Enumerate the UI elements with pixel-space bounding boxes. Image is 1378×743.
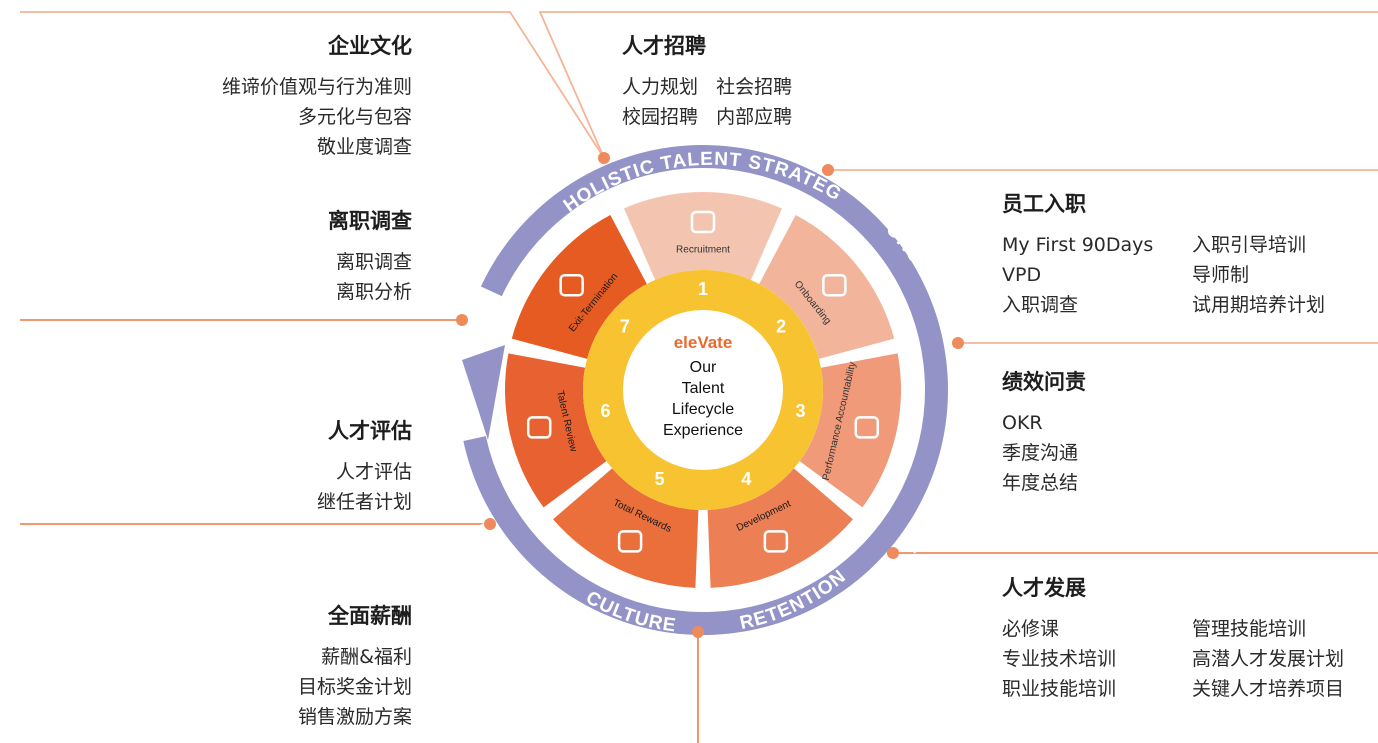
center-title: eleVate bbox=[674, 333, 733, 352]
stage-number: 6 bbox=[600, 401, 610, 421]
growth-arrow-icon bbox=[763, 530, 789, 553]
id-card-icon bbox=[822, 274, 847, 297]
connector-recruit bbox=[538, 11, 1378, 159]
stage-number: 4 bbox=[741, 469, 751, 489]
connector-culture bbox=[20, 11, 605, 159]
reward-team-icon bbox=[617, 530, 643, 553]
center-line-2: Talent bbox=[682, 380, 725, 397]
connector-dots bbox=[456, 152, 964, 638]
people-group-icon bbox=[690, 210, 716, 234]
dot-exit bbox=[456, 314, 468, 326]
center-circle bbox=[623, 310, 783, 470]
segment-label: Recruitment bbox=[676, 245, 730, 256]
block-recruit-title: 人才招聘 bbox=[622, 34, 706, 58]
block-onboard-item: 试用期培养计划 bbox=[1192, 294, 1326, 316]
dot-rewards bbox=[692, 626, 704, 638]
center-line-4: Experience bbox=[663, 422, 743, 439]
block-exit-title: 离职调查 bbox=[328, 209, 412, 233]
segment-development bbox=[707, 468, 853, 588]
block-culture-title: 企业文化 bbox=[328, 34, 412, 58]
block-perf-item: 年度总结 bbox=[1002, 472, 1079, 494]
dot-onboard bbox=[822, 164, 834, 176]
block-onboard-item: VPD bbox=[1002, 264, 1042, 286]
block-develop-title: 人才发展 bbox=[1002, 576, 1086, 600]
block-recruit-item: 人力规划 社会招聘 bbox=[622, 76, 793, 98]
block-develop-item: 关键人才培养项目 bbox=[1192, 678, 1345, 700]
center-text: eleVate Our Talent Lifecycle Experience bbox=[663, 333, 743, 439]
block-perf-item: 季度沟通 bbox=[1002, 442, 1079, 464]
block-recruit-item: 校园招聘 内部应聘 bbox=[622, 106, 793, 128]
block-perf: 绩效问责 OKR 季度沟通 年度总结 bbox=[1002, 366, 1086, 498]
block-onboard-item: 入职引导培训 bbox=[1192, 234, 1307, 256]
block-develop-item: 必修课 bbox=[1002, 618, 1060, 640]
block-onboard-item: 导师制 bbox=[1192, 264, 1250, 286]
segment-exit-termination bbox=[511, 215, 647, 359]
connector-lines bbox=[20, 11, 1378, 743]
block-review-item: 继任者计划 bbox=[316, 491, 412, 513]
dot-perf bbox=[952, 337, 964, 349]
block-onboard-item: My First 90Days bbox=[1002, 234, 1154, 256]
block-culture-item: 多元化与包容 bbox=[297, 106, 412, 128]
block-rewards: 全面薪酬 薪酬&福利 目标奖金计划 销售激励方案 bbox=[298, 600, 412, 732]
segment-talent-review bbox=[504, 353, 607, 508]
block-rewards-title: 全面薪酬 bbox=[328, 604, 412, 628]
block-culture-item: 敬业度调查 bbox=[316, 136, 412, 158]
block-rewards-item: 销售激励方案 bbox=[297, 706, 412, 728]
dot-culture bbox=[598, 152, 610, 164]
center-line-3: Lifecycle bbox=[672, 401, 734, 418]
block-develop-item: 管理技能培训 bbox=[1192, 618, 1307, 640]
block-develop: 人才发展 必修课 专业技术培训 职业技能培训 管理技能培训 高潜人才发展计划 关… bbox=[1002, 572, 1344, 704]
center-line-1: Our bbox=[690, 359, 717, 376]
block-rewards-item: 薪酬&福利 bbox=[321, 646, 412, 668]
block-onboard-item: 入职调查 bbox=[1002, 294, 1079, 316]
block-review: 人才评估 人才评估 继任者计划 bbox=[317, 415, 412, 517]
block-exit-item: 离职调查 bbox=[335, 251, 412, 273]
dot-develop bbox=[887, 547, 899, 559]
stage-number: 2 bbox=[776, 316, 786, 336]
stage-number: 3 bbox=[795, 401, 805, 421]
stage-numbers: 1 2 3 4 5 6 7 bbox=[600, 279, 805, 489]
block-exit: 离职调查 离职调查 离职分析 bbox=[328, 205, 412, 307]
ring-arrow bbox=[462, 345, 505, 440]
block-recruit: 人才招聘 人力规划 社会招聘 校园招聘 内部应聘 bbox=[622, 30, 792, 132]
block-perf-item: OKR bbox=[1002, 412, 1043, 434]
handshake-icon bbox=[559, 274, 584, 297]
block-onboard-title: 员工入职 bbox=[1002, 192, 1086, 216]
stage-number: 5 bbox=[655, 469, 665, 489]
block-culture-item: 维谛价值观与行为准则 bbox=[221, 76, 412, 98]
block-exit-item: 离职分析 bbox=[335, 281, 412, 303]
block-onboard: 员工入职 My First 90Days VPD 入职调查 入职引导培训 导师制… bbox=[1002, 188, 1325, 320]
dot-review bbox=[484, 518, 496, 530]
block-review-title: 人才评估 bbox=[328, 419, 412, 443]
block-culture: 企业文化 维谛价值观与行为准则 多元化与包容 敬业度调查 bbox=[222, 30, 412, 162]
block-develop-item: 高潜人才发展计划 bbox=[1192, 648, 1345, 670]
stage-number: 1 bbox=[698, 279, 708, 299]
block-develop-item: 职业技能培训 bbox=[1002, 678, 1117, 700]
segment-onboarding bbox=[759, 215, 895, 359]
segment-performance-accountability bbox=[799, 353, 901, 508]
block-rewards-item: 目标奖金计划 bbox=[297, 676, 412, 698]
block-perf-title: 绩效问责 bbox=[1002, 370, 1086, 394]
block-develop-item: 专业技术培训 bbox=[1002, 648, 1117, 670]
segment-recruitment bbox=[624, 192, 782, 280]
magnifier-person-icon bbox=[526, 416, 552, 439]
segment-total-rewards bbox=[553, 468, 699, 588]
bar-chart-icon bbox=[854, 416, 880, 439]
block-review-item: 人才评估 bbox=[335, 461, 412, 483]
stage-number: 7 bbox=[620, 316, 630, 336]
